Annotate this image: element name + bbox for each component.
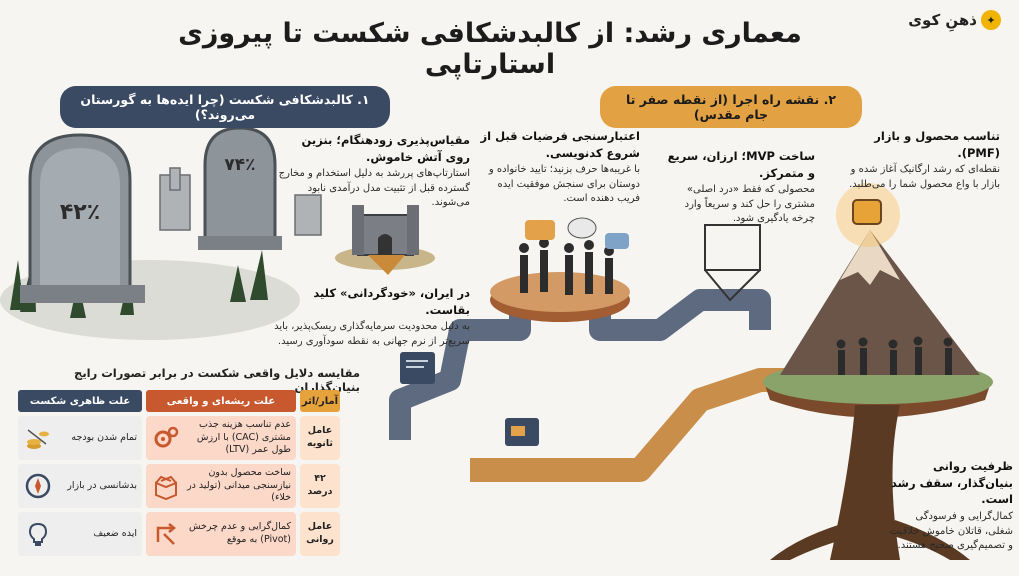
root-cause-text: عدم تناسب هزینه جذب مشتری (CAC) با ارزش … [196, 418, 291, 456]
validation-platform [490, 238, 630, 322]
tombstone-right-label: ۷۴٪ [224, 155, 256, 175]
mvp-note: ساخت MVP؛ ارزان، سریع و متمرکز. محصولی ک… [665, 148, 815, 227]
scaling-note: مقیاس‌پذیری زودهنگام؛ بنزین روی آتش خامو… [275, 132, 470, 211]
header-stat: آمار/اثر [300, 390, 340, 412]
logo-text: ذهنِ کوی [908, 11, 977, 29]
section1-pill: ۱. کالبدشکافی شکست (چرا ایده‌ها به گورست… [60, 86, 390, 128]
chat-screen-icon [505, 418, 539, 446]
tombstone-left-icon [20, 133, 145, 303]
brand-logo: ✦ ذهنِ کوی [908, 10, 1001, 30]
apparent-cause-cell: ایده ضعیف [18, 512, 142, 556]
tree-roots [770, 405, 970, 560]
founder-heading: ظرفیت روانی بنیان‌گذار، سقف رشد است. [891, 459, 1013, 507]
validate-heading: اعتبارسنجی فرضیات قبل از شروع کدنویسی. [480, 129, 640, 160]
stat-cell: ۴۲ درصد [300, 464, 340, 508]
mvp-heading: ساخت MVP؛ ارزان، سریع و متمرکز. [667, 149, 815, 180]
apparent-cause-cell: بدشانسی در بازار [18, 464, 142, 508]
apparent-cause-cell: تمام شدن بودجه [18, 416, 142, 460]
apparent-cause-text: بدشانسی در بازار [67, 479, 137, 491]
root-cause-text: ساخت محصول بدون نیازسنجی میدانی (تولید د… [187, 466, 291, 504]
founder-body: کمال‌گرایی و فرسودگی شغلی، قاتلان خاموش … [889, 511, 1013, 552]
code-screen-icon [400, 352, 435, 384]
founder-note: ظرفیت روانی بنیان‌گذار، سقف رشد است. کما… [888, 458, 1013, 554]
pivot-arrows-icon [151, 519, 181, 549]
mountain-island [763, 183, 993, 418]
lightbulb-icon [23, 519, 53, 549]
section2-pill: ۲. نقشه راه اجرا (از نقطه صفر تا جام مقد… [600, 86, 862, 128]
iran-body: به دلیل محدودیت سرمایه‌گذاری ریسک‌پذیر، … [274, 321, 470, 347]
scaling-body: استارتاپ‌های پررشد به دلیل استخدام و مخا… [278, 168, 470, 209]
tombstone-right-icon [198, 126, 282, 250]
table-row: عامل ثانویه عدم تناسب هزینه جذب مشتری (C… [18, 416, 340, 460]
apparent-cause-text: ایده ضعیف [93, 527, 137, 539]
root-cause-cell: عدم تناسب هزینه جذب مشتری (CAC) با ارزش … [146, 416, 296, 460]
pmf-heading: تناسب محصول و بازار (PMF). [874, 129, 1000, 160]
mvp-frame-icon [704, 224, 761, 302]
falling-coins-icon [23, 423, 53, 453]
header-root-cause: علت ریشه‌ای و واقعی [146, 390, 296, 412]
page-title: معماری رشد: از کالبدشکافی شکست تا پیروزی… [178, 18, 802, 80]
iran-heading: در ایران، «خودگردانی» کلید بقاست. [313, 286, 470, 317]
table-row: ۴۲ درصد ساخت محصول بدون نیازسنجی میدانی … [18, 464, 340, 508]
pmf-note: تناسب محصول و بازار (PMF). نقطه‌ای که رش… [840, 128, 1000, 192]
root-cause-cell: کمال‌گرایی و عدم چرخش (Pivot) به موقع [146, 512, 296, 556]
table-header-row: آمار/اثر علت ریشه‌ای و واقعی علت ظاهری ش… [18, 390, 340, 412]
header-apparent-cause: علت ظاهری شکست [18, 390, 142, 412]
root-cause-cell: ساخت محصول بدون نیازسنجی میدانی (تولید د… [146, 464, 296, 508]
validate-note: اعتبارسنجی فرضیات قبل از شروع کدنویسی. ب… [475, 128, 640, 207]
compass-icon [23, 471, 53, 501]
comparison-table: آمار/اثر علت ریشه‌ای و واقعی علت ظاهری ش… [18, 390, 340, 560]
iran-note: در ایران، «خودگردانی» کلید بقاست. به دلی… [270, 285, 470, 349]
empty-box-icon [151, 471, 181, 501]
pmf-body: نقطه‌ای که رشد ارگانیک آغاز شده و بازار … [849, 164, 1000, 190]
stat-cell: عامل روانی [300, 512, 340, 556]
lightbulb-logo-icon: ✦ [981, 10, 1001, 30]
validate-body: با غریبه‌ها حرف بزنید؛ تایید خانواده و د… [488, 164, 640, 205]
stat-cell: عامل ثانویه [300, 416, 340, 460]
mvp-body: محصولی که فقط «درد اصلی» مشتری را حل کند… [684, 184, 815, 225]
speech-bubbles-icon [525, 217, 629, 249]
table-row: عامل روانی کمال‌گرایی و عدم چرخش (Pivot)… [18, 512, 340, 556]
scaling-heading: مقیاس‌پذیری زودهنگام؛ بنزین روی آتش خامو… [301, 133, 470, 164]
root-cause-text: کمال‌گرایی و عدم چرخش (Pivot) به موقع [188, 521, 291, 545]
cross-graves-icon [159, 167, 322, 236]
gears-icon [151, 423, 181, 453]
castle-icon [335, 205, 435, 275]
apparent-cause-text: تمام شدن بودجه [71, 431, 137, 443]
tombstone-left-label: ۴۲٪ [59, 200, 101, 225]
